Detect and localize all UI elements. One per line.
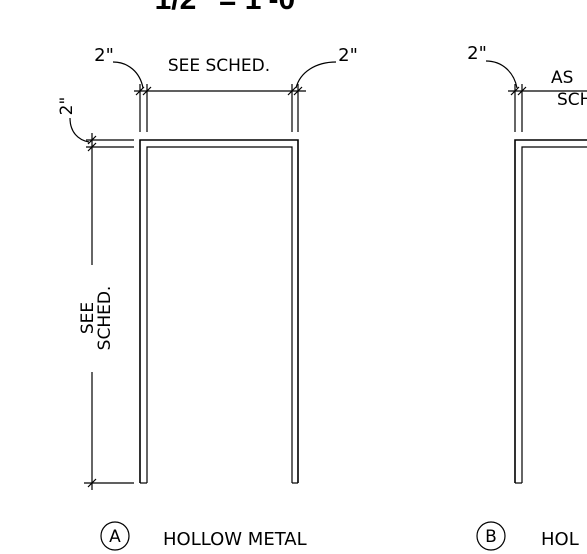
detail-a-height-dim-line1: SEE <box>78 302 98 334</box>
detail-a: 2" SEE SCHED. 2" 2" SEE SCHED. A HOLLOW … <box>57 45 358 551</box>
detail-b-top-dim-line2: SCH <box>557 90 587 110</box>
detail-a-top-left-dim: 2" <box>94 45 114 66</box>
detail-a-height-dimension <box>84 153 134 490</box>
detail-a-height-dim-line2: SCHED. <box>95 286 115 351</box>
detail-b-tag-circle <box>476 521 506 551</box>
detail-b-top-dimension <box>485 60 587 132</box>
detail-b-frame <box>514 139 587 484</box>
detail-a-tag-circle <box>100 521 130 551</box>
detail-b-tag-letter: B <box>485 527 497 547</box>
scale-title: 1/2" = 1'-0" <box>155 0 310 16</box>
detail-b: 2" AS SCH B HOL <box>467 43 587 551</box>
detail-b-top-dim-line1: AS <box>551 68 573 88</box>
detail-a-frame <box>139 139 299 484</box>
detail-a-tag-letter: A <box>109 527 121 547</box>
detail-b-caption: HOL <box>541 529 579 550</box>
detail-a-side-top-dim: 2" <box>57 97 77 116</box>
detail-a-side-top-dimension <box>69 117 134 153</box>
detail-a-top-center-dim: SEE SCHED. <box>168 56 270 76</box>
detail-a-top-right-dim: 2" <box>338 45 358 66</box>
detail-b-top-left-dim: 2" <box>467 43 487 64</box>
detail-a-caption: HOLLOW METAL <box>163 529 307 550</box>
detail-a-top-dimension <box>112 61 337 132</box>
